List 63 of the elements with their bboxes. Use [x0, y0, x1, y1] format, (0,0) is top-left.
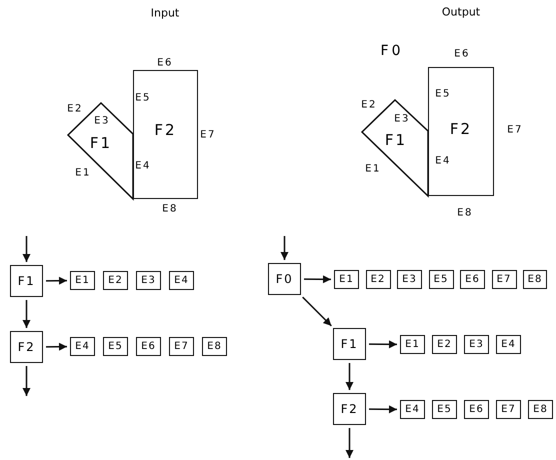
- arrow: [369, 405, 397, 414]
- edge-name: E6: [157, 58, 173, 68]
- edge-list-item: E8: [523, 270, 547, 289]
- arrow: [346, 428, 354, 458]
- face-name: F1: [384, 131, 408, 149]
- face-name: F0: [380, 43, 404, 59]
- edge-list-item: E8: [202, 337, 227, 356]
- edge-list-item: E4: [496, 335, 521, 354]
- edge-list-item: E3: [464, 335, 489, 354]
- edge-name: E5: [435, 88, 451, 100]
- edge-list-item: E2: [432, 335, 457, 354]
- edge-name: E2: [67, 104, 83, 114]
- arrow: [46, 276, 67, 285]
- arrow: [46, 342, 67, 351]
- face-node: F1: [10, 265, 43, 297]
- edge-name: E3: [94, 116, 110, 126]
- edge-name: E7: [200, 130, 216, 140]
- edge-list-item: E7: [492, 270, 516, 289]
- edge-list-item: E3: [397, 270, 422, 289]
- edge-list-item: E2: [103, 271, 128, 290]
- face-node: F1: [333, 328, 366, 360]
- edge-list-item: E4: [169, 271, 194, 290]
- face-node: F2: [10, 331, 43, 363]
- edge-list-item: E3: [136, 271, 161, 290]
- edge-name: E3: [394, 114, 410, 124]
- edge-name: E6: [454, 48, 470, 60]
- edge-name: E4: [435, 156, 451, 166]
- edge-list-item: E4: [70, 337, 95, 356]
- arrow: [280, 236, 288, 260]
- edge-list-item: E5: [428, 270, 454, 289]
- edge-list-item: E1: [70, 271, 95, 290]
- arrow: [22, 236, 30, 262]
- arrow: [22, 366, 30, 396]
- edge-list-item: E1: [334, 270, 359, 289]
- edge-list-item: E1: [400, 335, 425, 354]
- edge-list-item: E6: [460, 270, 485, 289]
- edge-list-item: E8: [528, 400, 553, 419]
- edge-list-item: E7: [169, 337, 194, 356]
- face-name: F1: [90, 134, 112, 152]
- edge-name: E5: [135, 92, 151, 104]
- edge-list-item: E6: [464, 400, 489, 419]
- arrow: [369, 340, 397, 348]
- edge-list-item: E6: [136, 337, 161, 356]
- edge-name: E1: [75, 168, 91, 178]
- edge-name: E4: [135, 160, 151, 172]
- column-heading: Output: [442, 6, 480, 18]
- face-node: F2: [333, 393, 366, 425]
- edge-name: E8: [162, 204, 178, 214]
- column-heading: Input: [150, 6, 180, 20]
- edge-name: E8: [457, 208, 473, 218]
- arrow: [304, 275, 331, 284]
- edge-list-item: E5: [103, 337, 128, 356]
- edge-list-item: E5: [432, 400, 457, 419]
- face-node: F0: [268, 263, 301, 295]
- arrow: [302, 296, 332, 326]
- edge-name: E2: [361, 100, 377, 110]
- edge-name: E7: [507, 124, 523, 136]
- edge-list-item: E7: [496, 400, 521, 419]
- edge-list-item: E2: [366, 270, 390, 289]
- arrow: [22, 300, 30, 328]
- edge-list-item: E4: [400, 400, 425, 419]
- edge-name: E1: [365, 164, 381, 174]
- arrow: [346, 363, 354, 390]
